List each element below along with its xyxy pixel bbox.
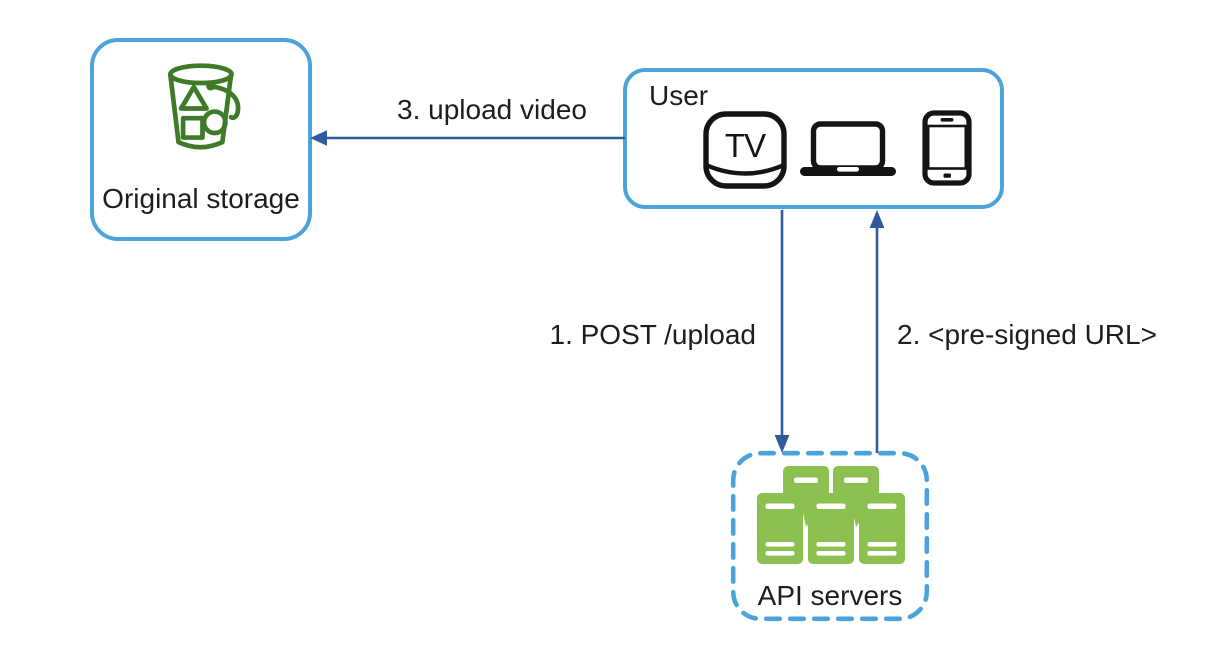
arrow-upload-video (310, 130, 625, 146)
api-servers-label: API servers (757, 580, 903, 611)
arrow-presigned-url (869, 210, 885, 453)
upload-video-label: 3. upload video (397, 94, 587, 125)
post-upload-label: 1. POST /upload (549, 319, 757, 350)
tv-box-icon: TV (703, 111, 787, 189)
user-label: User (649, 80, 709, 111)
api-servers-node (730, 450, 930, 622)
original-storage-label: Original storage (102, 183, 300, 214)
laptop-icon (800, 121, 896, 176)
s3-bucket-icon (168, 63, 241, 150)
original-storage-node (90, 38, 312, 241)
tv-icon-label: TV (725, 127, 766, 164)
smartphone-icon (922, 110, 972, 186)
arrow-post-upload (774, 210, 790, 453)
presigned-url-label: 2. <pre-signed URL> (897, 319, 1157, 350)
server-stack-icon (757, 466, 905, 564)
